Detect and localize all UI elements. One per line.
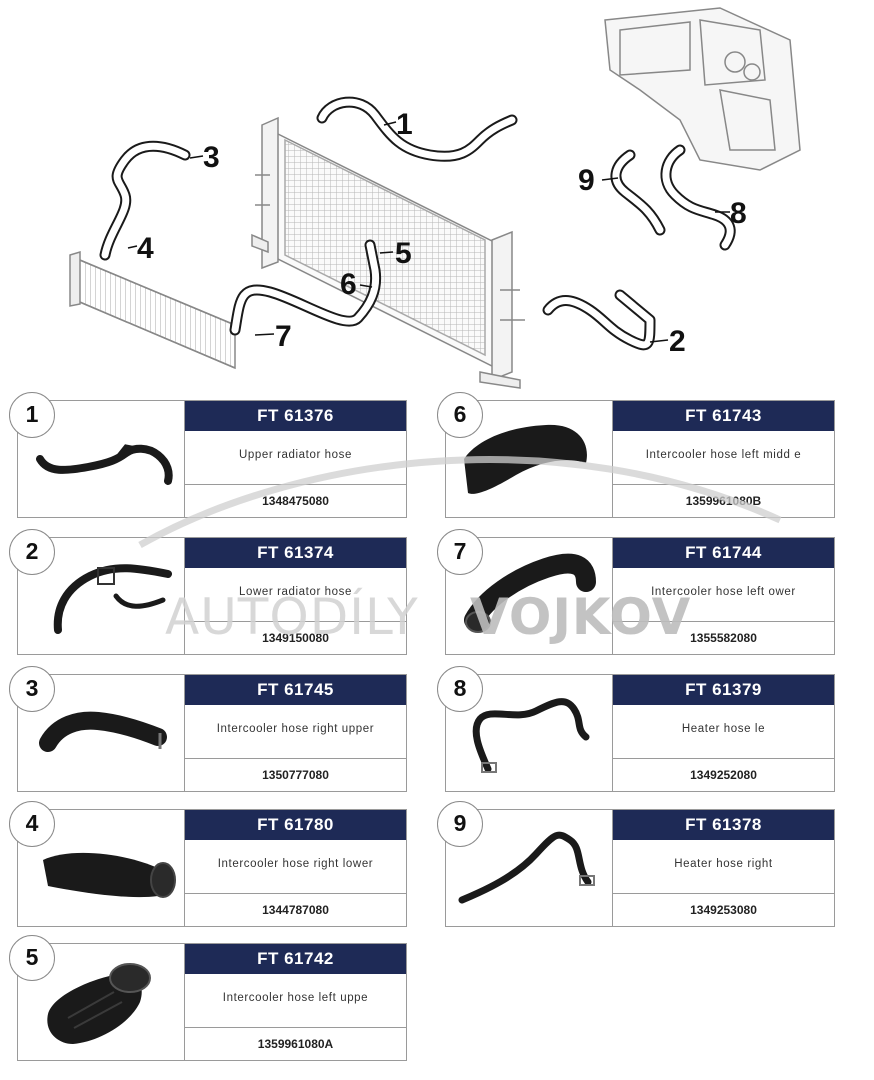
part-photo [18, 675, 184, 791]
callout-1: 1 [396, 108, 413, 141]
part-number-badge: 1 [9, 392, 55, 438]
part-card-8[interactable]: FT 61379 Heater hose le 1349252080 8 [437, 666, 835, 792]
part-photo [18, 944, 184, 1060]
hose-icon [472, 698, 590, 773]
callout-5: 5 [395, 237, 412, 270]
callout-9: 9 [578, 164, 595, 197]
part-photo [18, 538, 184, 654]
diagram-hoses [99, 96, 736, 351]
exploded-parts-diagram: 1 2 3 4 5 6 7 8 9 [69, 7, 801, 389]
part-card-7[interactable]: FT 61744 Intercooler hose left ower 1355… [437, 529, 835, 655]
hose-icon [464, 553, 596, 633]
part-description: Intercooler hose right lower [185, 840, 406, 894]
part-number-badge: 6 [437, 392, 483, 438]
part-photo [446, 675, 612, 791]
hose-icon [458, 831, 595, 904]
hose-icon [47, 963, 151, 1044]
part-photo [446, 538, 612, 654]
radiator-drawing [251, 116, 525, 389]
oem-number: 1349150080 [262, 631, 329, 645]
part-card-9[interactable]: FT 61378 Heater hose right 1349253080 9 [437, 801, 835, 927]
intercooler-drawing [69, 250, 236, 370]
part-code: FT 61744 [613, 538, 834, 568]
part-code: FT 61743 [613, 401, 834, 431]
part-number-badge: 2 [9, 529, 55, 575]
callout-leaders [127, 121, 730, 343]
part-description: Intercooler hose right upper [185, 705, 406, 759]
part-code: FT 61742 [185, 944, 406, 974]
part-card-4[interactable]: FT 61780 Intercooler hose right lower 13… [9, 801, 407, 927]
callout-7: 7 [275, 320, 292, 353]
part-card-3[interactable]: FT 61745 Intercooler hose right upper 13… [9, 666, 407, 792]
part-card-5[interactable]: FT 61742 Intercooler hose left uppe 1359… [9, 935, 407, 1061]
part-description: Intercooler hose left midd e [613, 431, 834, 485]
part-number-badge: 7 [437, 529, 483, 575]
part-description: Intercooler hose left uppe [185, 974, 406, 1028]
part-card-6[interactable]: FT 61743 Intercooler hose left midd e 13… [437, 392, 835, 518]
hose-icon [43, 852, 176, 898]
heater-box-drawing [604, 7, 801, 171]
oem-number: 1348475080 [262, 494, 329, 508]
part-card-2[interactable]: FT 61374 Lower radiator hose 1349150080 … [9, 529, 407, 655]
part-code: FT 61374 [185, 538, 406, 568]
oem-number: 1344787080 [262, 903, 329, 917]
part-number-badge: 4 [9, 801, 55, 847]
part-description: Upper radiator hose [185, 431, 406, 485]
part-card-1[interactable]: FT 61376 Upper radiator hose 1348475080 … [9, 392, 407, 518]
hose-icon [39, 711, 167, 752]
callout-8: 8 [730, 197, 747, 230]
callout-2: 2 [669, 325, 686, 358]
oem-number: 1350777080 [262, 768, 329, 782]
part-number-badge: 3 [9, 666, 55, 712]
part-description: Lower radiator hose [185, 568, 406, 622]
callout-6: 6 [340, 268, 357, 301]
part-photo [446, 810, 612, 926]
oem-number: 1355582080 [690, 631, 757, 645]
oem-number: 1349252080 [690, 768, 757, 782]
part-code: FT 61379 [613, 675, 834, 705]
part-number-badge: 8 [437, 666, 483, 712]
part-number-badge: 5 [9, 935, 55, 981]
part-number-badge: 9 [437, 801, 483, 847]
part-description: Heater hose le [613, 705, 834, 759]
oem-number: 1359961080A [257, 1037, 334, 1051]
part-code: FT 61378 [613, 810, 834, 840]
hose-icon [53, 564, 172, 634]
part-code: FT 61745 [185, 675, 406, 705]
part-description: Heater hose right [613, 840, 834, 894]
part-code: FT 61376 [185, 401, 406, 431]
part-photo [18, 810, 184, 926]
oem-number: 1359961080B [685, 494, 762, 508]
callout-3: 3 [203, 141, 220, 174]
part-code: FT 61780 [185, 810, 406, 840]
oem-number: 1349253080 [690, 903, 757, 917]
part-description: Intercooler hose left ower [613, 568, 834, 622]
callout-4: 4 [137, 232, 154, 265]
